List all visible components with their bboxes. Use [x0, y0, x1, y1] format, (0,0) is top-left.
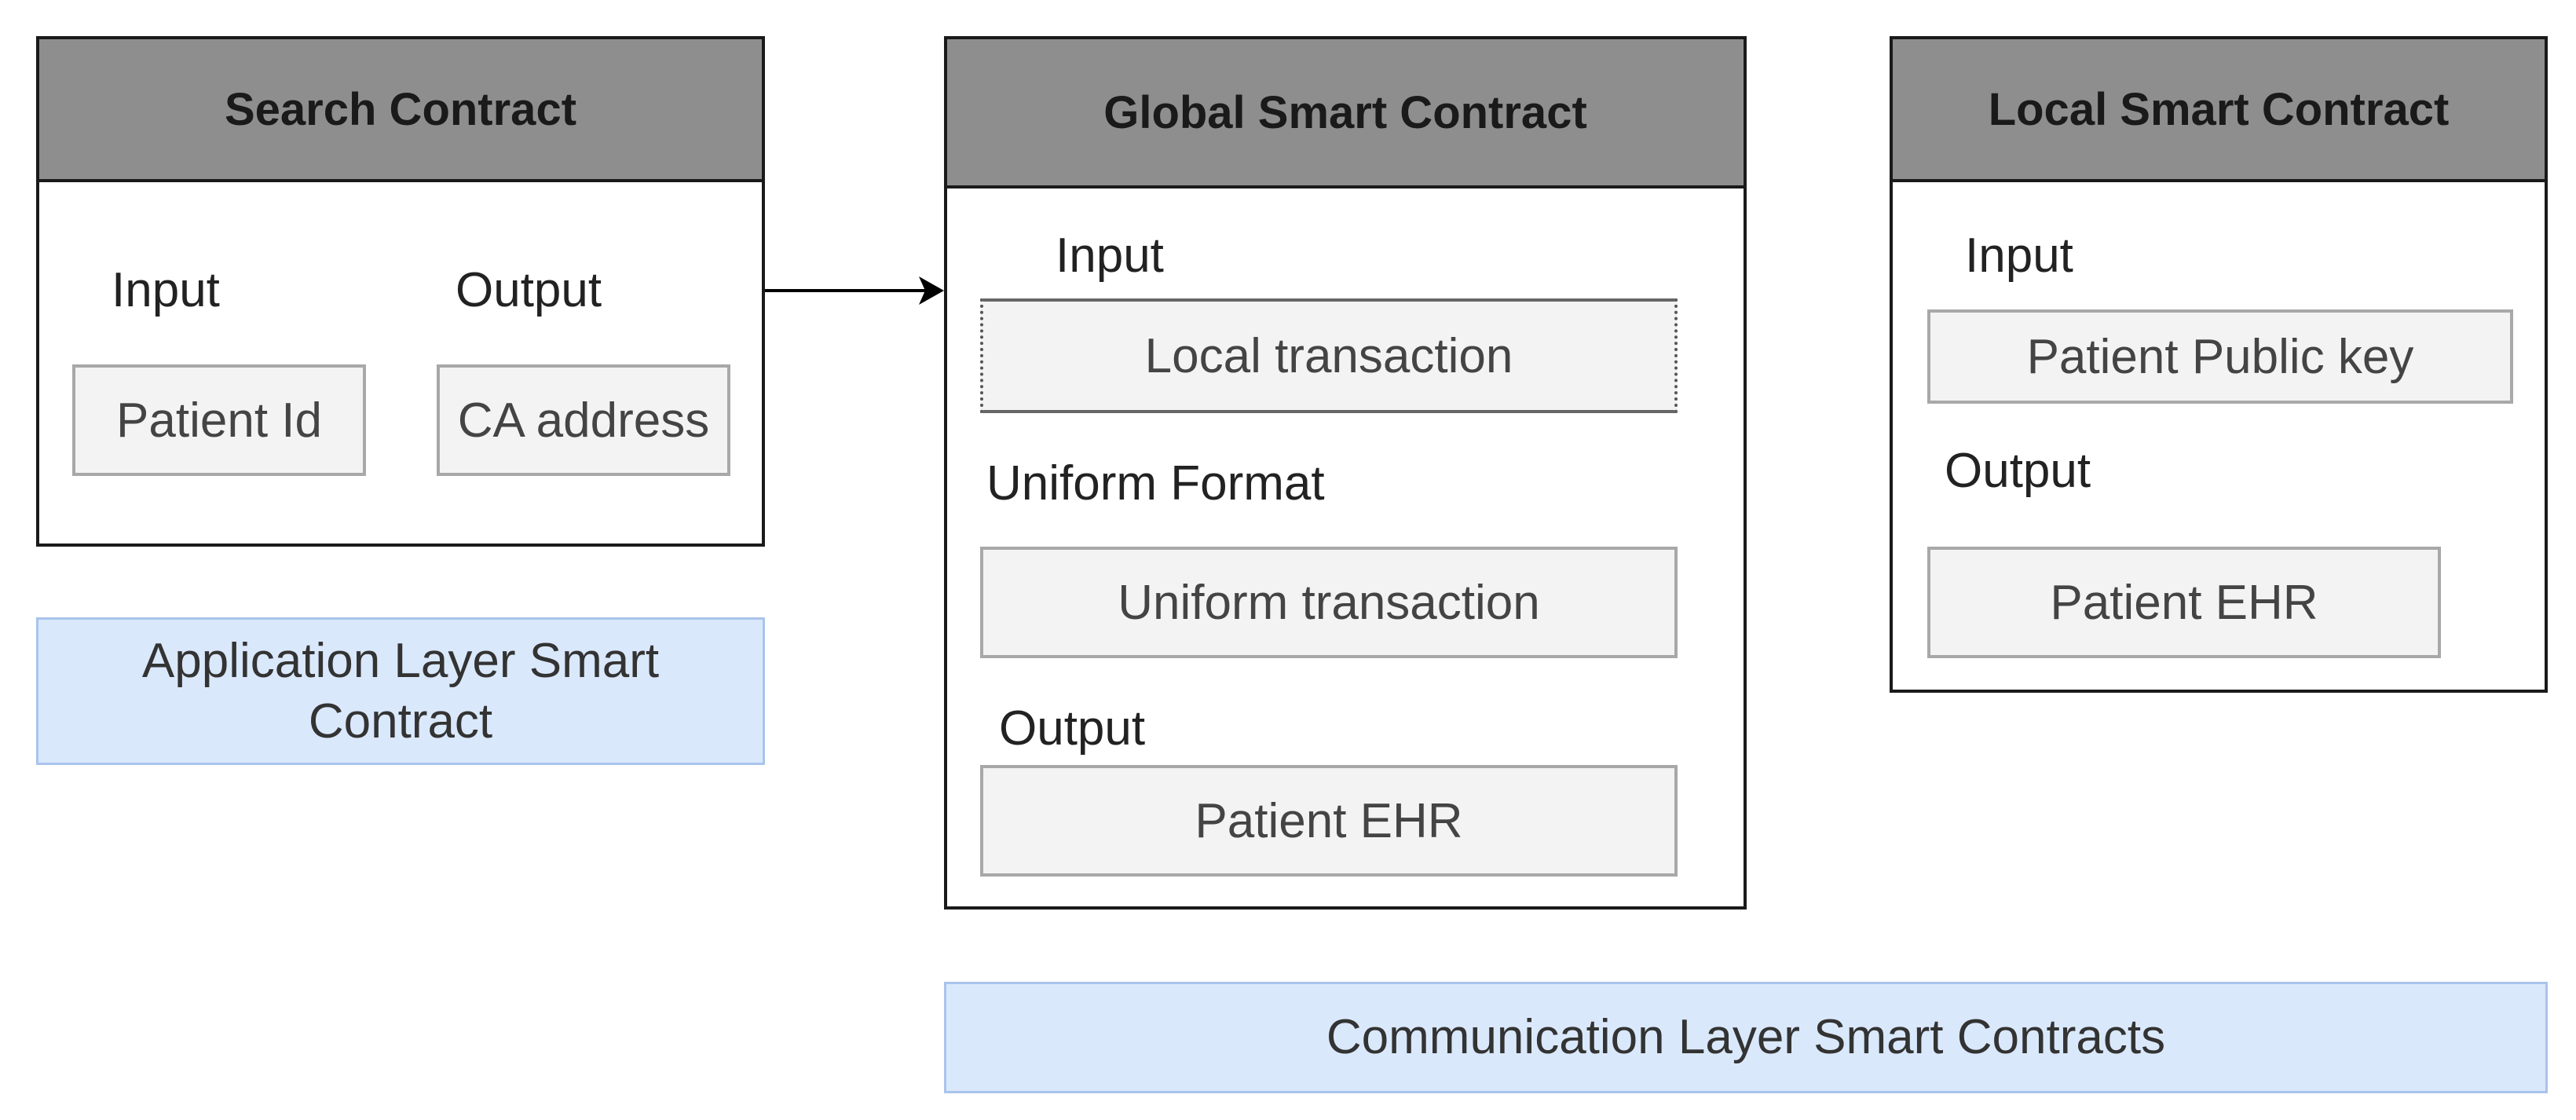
global-contract-title: Global Smart Contract [947, 39, 1744, 188]
search-output-field: CA address [437, 364, 730, 476]
global-smart-contract: Global Smart Contract Input Local transa… [944, 36, 1747, 910]
application-layer-label: Application Layer Smart Contract [36, 617, 765, 765]
local-contract-title: Local Smart Contract [1893, 39, 2545, 182]
local-input-field: Patient Public key [1927, 309, 2513, 404]
global-uniform-label: Uniform Format [986, 456, 1325, 511]
local-smart-contract: Local Smart Contract Input Patient Publi… [1890, 36, 2548, 693]
global-uniform-field: Uniform transaction [980, 547, 1678, 658]
search-contract-title: Search Contract [39, 39, 762, 182]
search-output-label: Output [456, 263, 602, 317]
local-output-field: Patient EHR [1927, 547, 2441, 658]
search-input-label: Input [112, 263, 220, 317]
communication-layer-label: Communication Layer Smart Contracts [944, 982, 2548, 1093]
global-output-label: Output [999, 701, 1146, 756]
local-output-label: Output [1945, 444, 2091, 498]
local-input-label: Input [1965, 229, 2073, 283]
search-input-field: Patient Id [72, 364, 366, 476]
global-input-label: Input [1056, 229, 1164, 283]
search-contract: Search Contract Input Output Patient Id … [36, 36, 765, 547]
global-output-field: Patient EHR [980, 765, 1678, 877]
global-input-field: Local transaction [980, 298, 1678, 413]
